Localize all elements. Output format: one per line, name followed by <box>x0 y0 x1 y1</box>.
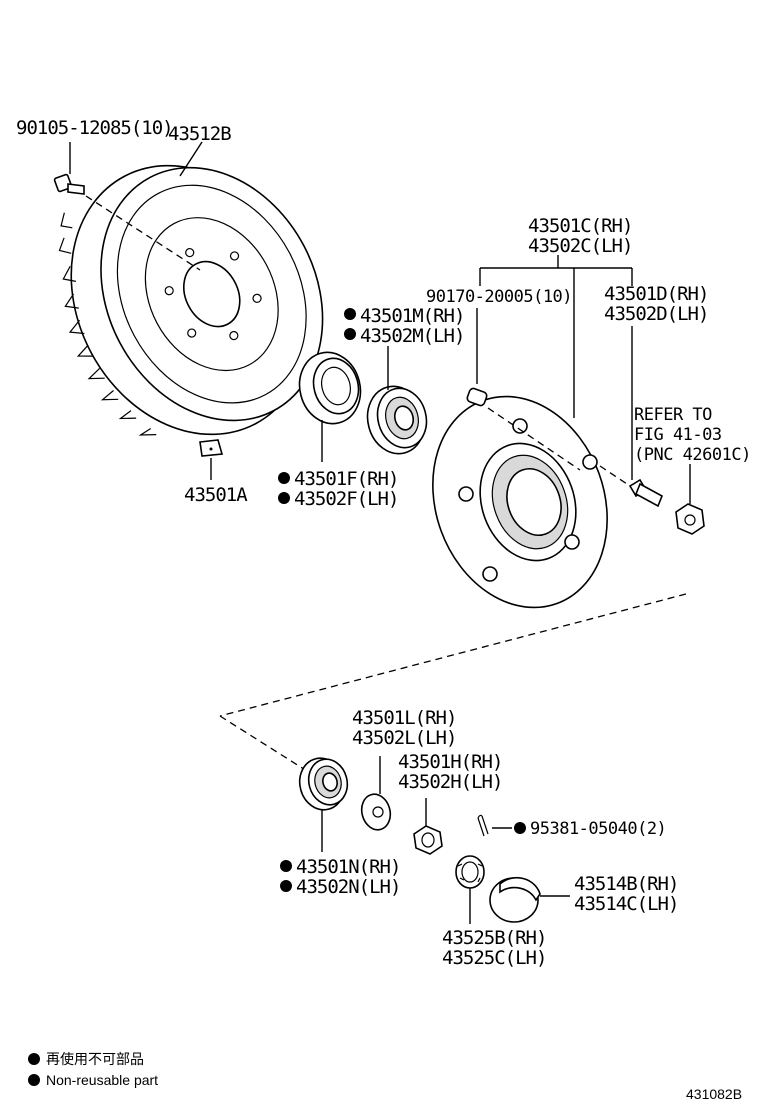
label-hub-rh: 43501C(RH) <box>528 215 632 237</box>
label-drum: 43512B <box>168 123 231 145</box>
hub-stud[interactable] <box>628 478 664 508</box>
drum-leader <box>179 141 203 177</box>
label-seal-lh: 43502F(LH) <box>294 488 398 510</box>
label-bolt: 90105-12085(10) <box>16 117 173 139</box>
hub-plug[interactable] <box>466 387 488 407</box>
stud-dashed-axis <box>599 465 631 487</box>
label-seal-rh: 43501F(RH) <box>294 468 398 490</box>
label-plug: 90170-20005(10) <box>426 287 572 307</box>
drum-bolt[interactable] <box>53 173 85 195</box>
legend-japanese: 再使用不可部品 <box>46 1051 144 1067</box>
label-lock-rh: 43525B(RH) <box>442 927 546 949</box>
hub-bracket <box>479 255 633 418</box>
label-cap-rh: 43514B(RH) <box>574 873 678 895</box>
non-reusable-mark <box>344 328 356 340</box>
non-reusable-mark <box>278 472 290 484</box>
non-reusable-mark <box>514 822 526 834</box>
oil-seal[interactable] <box>292 345 369 430</box>
label-outer-bearing-lh: 43502M(LH) <box>360 325 464 347</box>
label-stud-rh: 43501D(RH) <box>604 283 708 305</box>
legend-english: Non-reusable part <box>46 1072 158 1088</box>
brake-drum[interactable] <box>15 117 367 476</box>
label-stud-lh: 43502D(LH) <box>604 303 708 325</box>
label-lock-lh: 43525C(LH) <box>442 947 546 969</box>
label-hub-lh: 43502C(LH) <box>528 235 632 257</box>
axle-hub[interactable] <box>404 372 636 632</box>
non-reusable-mark <box>278 492 290 504</box>
label-inner-bearing-lh: 43502N(LH) <box>296 876 400 898</box>
plug-dashed-axis <box>487 407 581 471</box>
grease-cap[interactable] <box>489 876 541 923</box>
label-washer-lh: 43502L(LH) <box>352 727 456 749</box>
label-washer-rh: 43501L(RH) <box>352 707 456 729</box>
non-reusable-mark <box>280 880 292 892</box>
cotter-pin[interactable] <box>477 814 489 837</box>
non-reusable-mark <box>280 860 292 872</box>
label-nut-lh: 43502H(LH) <box>398 771 502 793</box>
hub-nut[interactable] <box>413 825 443 855</box>
legend-dot <box>28 1074 40 1086</box>
non-reusable-mark <box>344 308 356 320</box>
label-cotter: 95381-05040(2) <box>530 819 666 839</box>
label-refer-2: FIG 41-03 <box>634 425 722 445</box>
assembly-dashed-axis <box>219 593 687 779</box>
thrust-washer[interactable] <box>358 791 394 833</box>
label-outer-bearing-rh: 43501M(RH) <box>360 305 464 327</box>
clip[interactable] <box>199 439 224 457</box>
wheel-nut[interactable] <box>675 503 705 535</box>
legend-dot <box>28 1053 40 1065</box>
label-cap-lh: 43514C(LH) <box>574 893 678 915</box>
outer-bearing[interactable] <box>360 380 433 460</box>
label-nut-rh: 43501H(RH) <box>398 751 502 773</box>
lock-cap[interactable] <box>455 855 485 889</box>
figure-id: 431082B <box>686 1086 742 1102</box>
label-inner-bearing-rh: 43501N(RH) <box>296 856 400 878</box>
label-refer-3: (PNC 42601C) <box>634 445 751 465</box>
inner-bearing[interactable] <box>294 753 352 815</box>
label-refer-1: REFER TO <box>634 405 712 425</box>
bolt-dashed-axis <box>85 195 201 271</box>
label-clip: 43501A <box>184 484 248 506</box>
